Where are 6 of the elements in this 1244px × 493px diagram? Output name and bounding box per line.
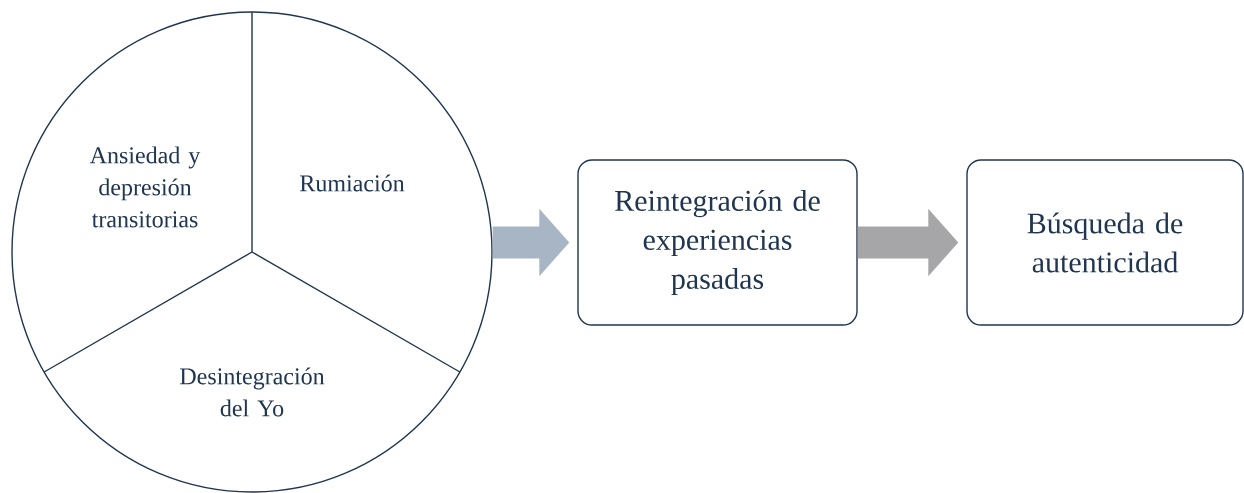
process-box: Reintegración de experiencias pasadas [577, 159, 858, 326]
segment-label: Ansiedad y depresión transitorias [89, 146, 201, 228]
process-box: Búsqueda de autenticidad [966, 159, 1244, 326]
segment-label: Rumiación [300, 174, 405, 192]
pie-circle [11, 11, 493, 493]
segment-label: Desintegración del Yo [180, 367, 325, 417]
